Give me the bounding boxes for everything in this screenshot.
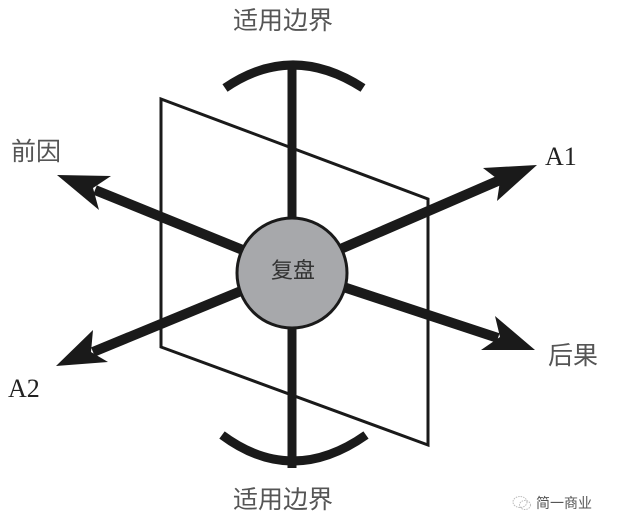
arrowhead-a1-icon bbox=[483, 165, 537, 201]
watermark: 简一商业 bbox=[512, 493, 592, 513]
a2-label: A2 bbox=[8, 374, 40, 403]
center-label: 复盘 bbox=[270, 259, 315, 284]
a1-label: A1 bbox=[545, 142, 577, 171]
top-boundary-label: 适用边界 bbox=[233, 6, 334, 35]
top-boundary-arc bbox=[222, 60, 366, 92]
arrowhead-effect-icon bbox=[481, 316, 535, 350]
center-circle bbox=[235, 216, 349, 330]
effect-label: 后果 bbox=[548, 341, 599, 370]
arrowhead-cause-icon bbox=[57, 175, 111, 210]
cause-label: 前因 bbox=[11, 137, 62, 166]
boundary-plane bbox=[159, 96, 430, 448]
bottom-boundary-arc bbox=[219, 431, 369, 466]
wechat-icon bbox=[512, 496, 531, 510]
arrowhead-a2-icon bbox=[56, 330, 108, 366]
watermark-text: 简一商业 bbox=[536, 496, 592, 512]
bottom-boundary-label: 适用边界 bbox=[233, 485, 334, 514]
